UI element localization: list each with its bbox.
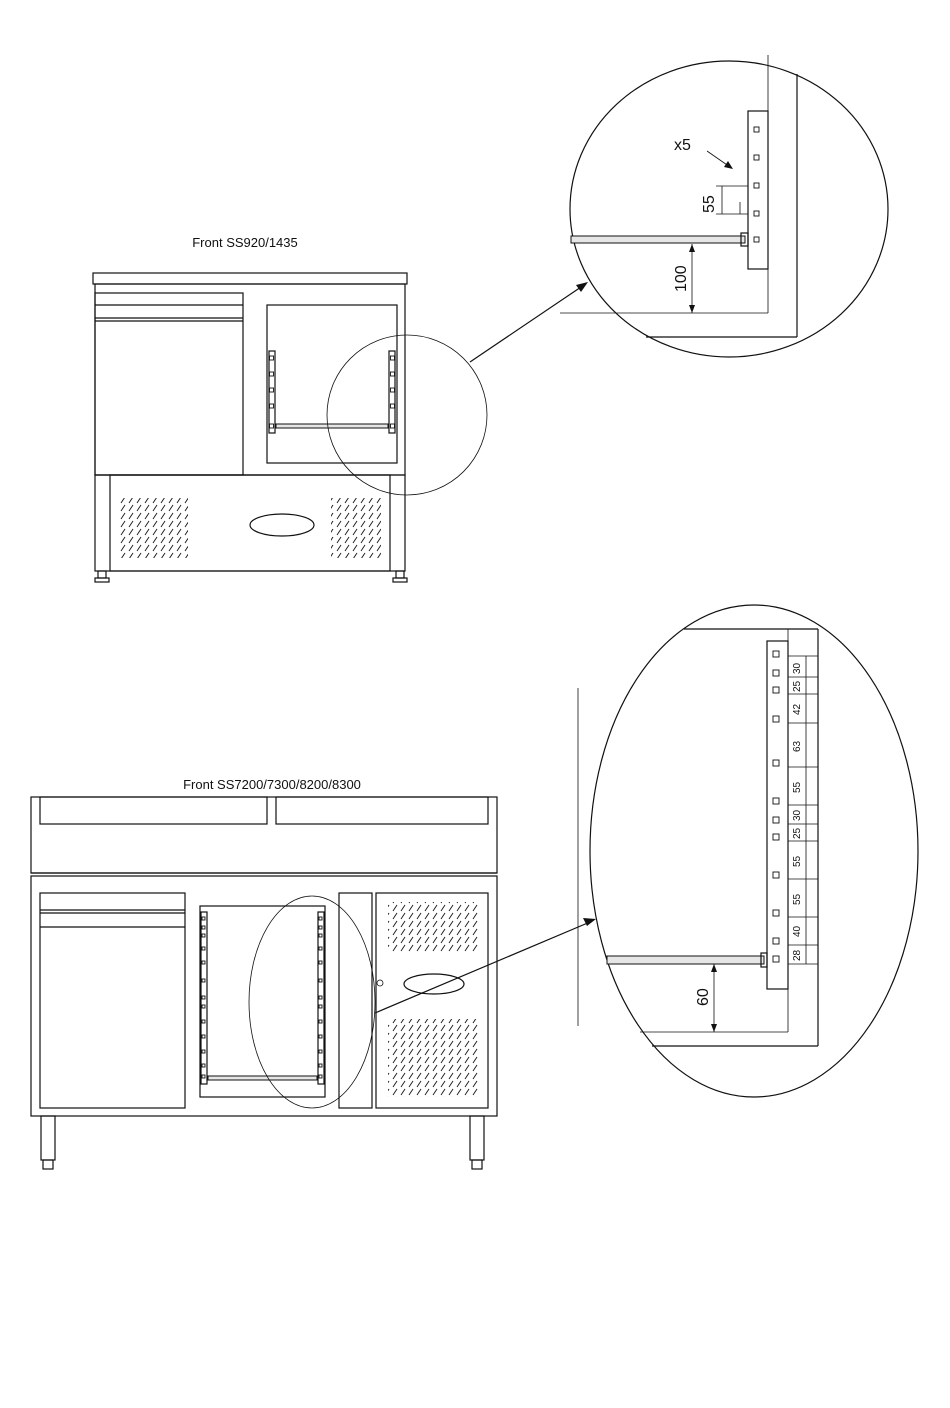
spacing-label: 25 [792,680,803,692]
top-unit-title: Front SS920/1435 [192,235,298,250]
bottom-arrow-icon [583,918,596,926]
spacing-label: 63 [792,740,803,752]
top-detail-view [560,55,888,357]
vent-grille-upper [388,902,480,952]
spacing-label: 30 [792,662,803,674]
spacing-label: 28 [792,949,803,961]
top-bottom-height-label: 100 [673,265,690,292]
top-spacing-label: 55 [701,195,718,213]
top-grate-shelf [276,424,388,428]
top-rail-quantity-label: x5 [674,137,691,154]
bottom-height-label: 60 [695,988,712,1006]
top-magnify-circle [327,335,487,495]
spacing-label: 55 [792,893,803,905]
bottom-spacing-labels: 30 25 42 63 55 30 25 55 55 40 28 [792,662,803,961]
bottom-cabinet-front [31,797,497,1169]
vent-grille-lower [388,1019,480,1097]
spacing-label: 55 [792,781,803,793]
top-shelf-rails [269,351,395,433]
bottom-shelf-rails [201,912,324,1084]
vent-grille-right [331,498,381,558]
bottom-detail-view [578,605,918,1097]
spacing-label: 25 [792,827,803,839]
spacing-label: 30 [792,809,803,821]
spacing-label: 55 [792,855,803,867]
bottom-grate-shelf [208,1076,317,1080]
compressor-handle [404,974,464,994]
top-arrow-icon [576,282,588,292]
bottom-unit-title: Front SS7200/7300/8200/8300 [183,777,361,792]
vent-grille-left [120,498,188,558]
spacing-label: 40 [792,925,803,937]
drawer-handle [250,514,314,536]
spacing-label: 42 [792,703,803,715]
